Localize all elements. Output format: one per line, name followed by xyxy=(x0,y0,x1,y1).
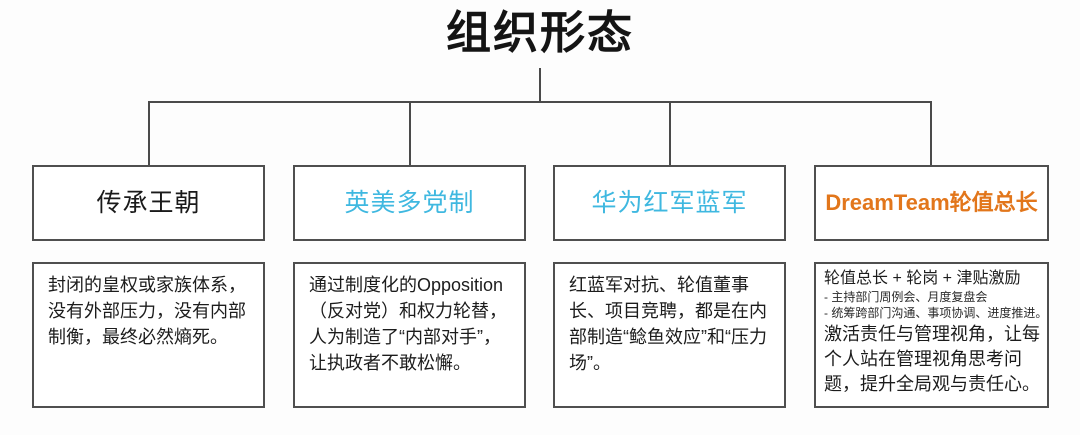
branch-body-text-2: 通过制度化的Opposition（反对党）和权力轮替，人为制造了“内部对手”，让… xyxy=(309,275,507,373)
branch-body-box-3: 红蓝军对抗、轮值董事长、项目竞聘，都是在内部制造“鲶鱼效应”和“压力场”。 xyxy=(553,262,786,408)
branch-header-box-2: 英美多党制 xyxy=(293,165,526,241)
connector-drop-3 xyxy=(669,101,671,166)
connector-bus xyxy=(148,101,932,103)
connector-drop-4 xyxy=(930,101,932,166)
connector-stem xyxy=(539,68,541,102)
branch-body-box-4: 轮值总长 + 轮岗 + 津贴激励 - 主持部门周例会、月度复盘会 - 统筹跨部门… xyxy=(814,262,1049,408)
branch-header-box-1: 传承王朝 xyxy=(32,165,265,241)
branch-body-box-2: 通过制度化的Opposition（反对党）和权力轮替，人为制造了“内部对手”，让… xyxy=(293,262,526,408)
branch-body-text-1: 封闭的皇权或家族体系，没有外部压力，没有内部制衡，最终必然熵死。 xyxy=(48,275,246,347)
branch-heading-2: 英美多党制 xyxy=(344,189,475,217)
branch-body-tail-4: 激活责任与管理视角，让每个人站在管理视角思考问题，提升全局观与责任心。 xyxy=(824,324,1040,394)
connector-drop-2 xyxy=(409,101,411,166)
branch-body-box-1: 封闭的皇权或家族体系，没有外部压力，没有内部制衡，最终必然熵死。 xyxy=(32,262,265,408)
branch-heading-4: DreamTeam轮值总长 xyxy=(825,190,1038,215)
branch-header-box-4: DreamTeam轮值总长 xyxy=(814,165,1049,241)
branch-heading-1: 传承王朝 xyxy=(96,189,201,217)
branch-header-box-3: 华为红军蓝军 xyxy=(553,165,786,241)
branch-body-text-3: 红蓝军对抗、轮值董事长、项目竞聘，都是在内部制造“鲶鱼效应”和“压力场”。 xyxy=(569,275,767,373)
page-title: 组织形态 xyxy=(445,7,634,58)
connector-drop-1 xyxy=(148,101,150,166)
branch-body-bullet-4-1: - 主持部门周例会、月度复盘会 xyxy=(824,290,988,304)
branch-body-lead-4: 轮值总长 + 轮岗 + 津贴激励 xyxy=(824,270,1021,287)
branch-body-bullet-4-2: - 统筹跨部门沟通、事项协调、进度推进。 xyxy=(824,306,1048,320)
branch-heading-3: 华为红军蓝军 xyxy=(591,189,748,217)
